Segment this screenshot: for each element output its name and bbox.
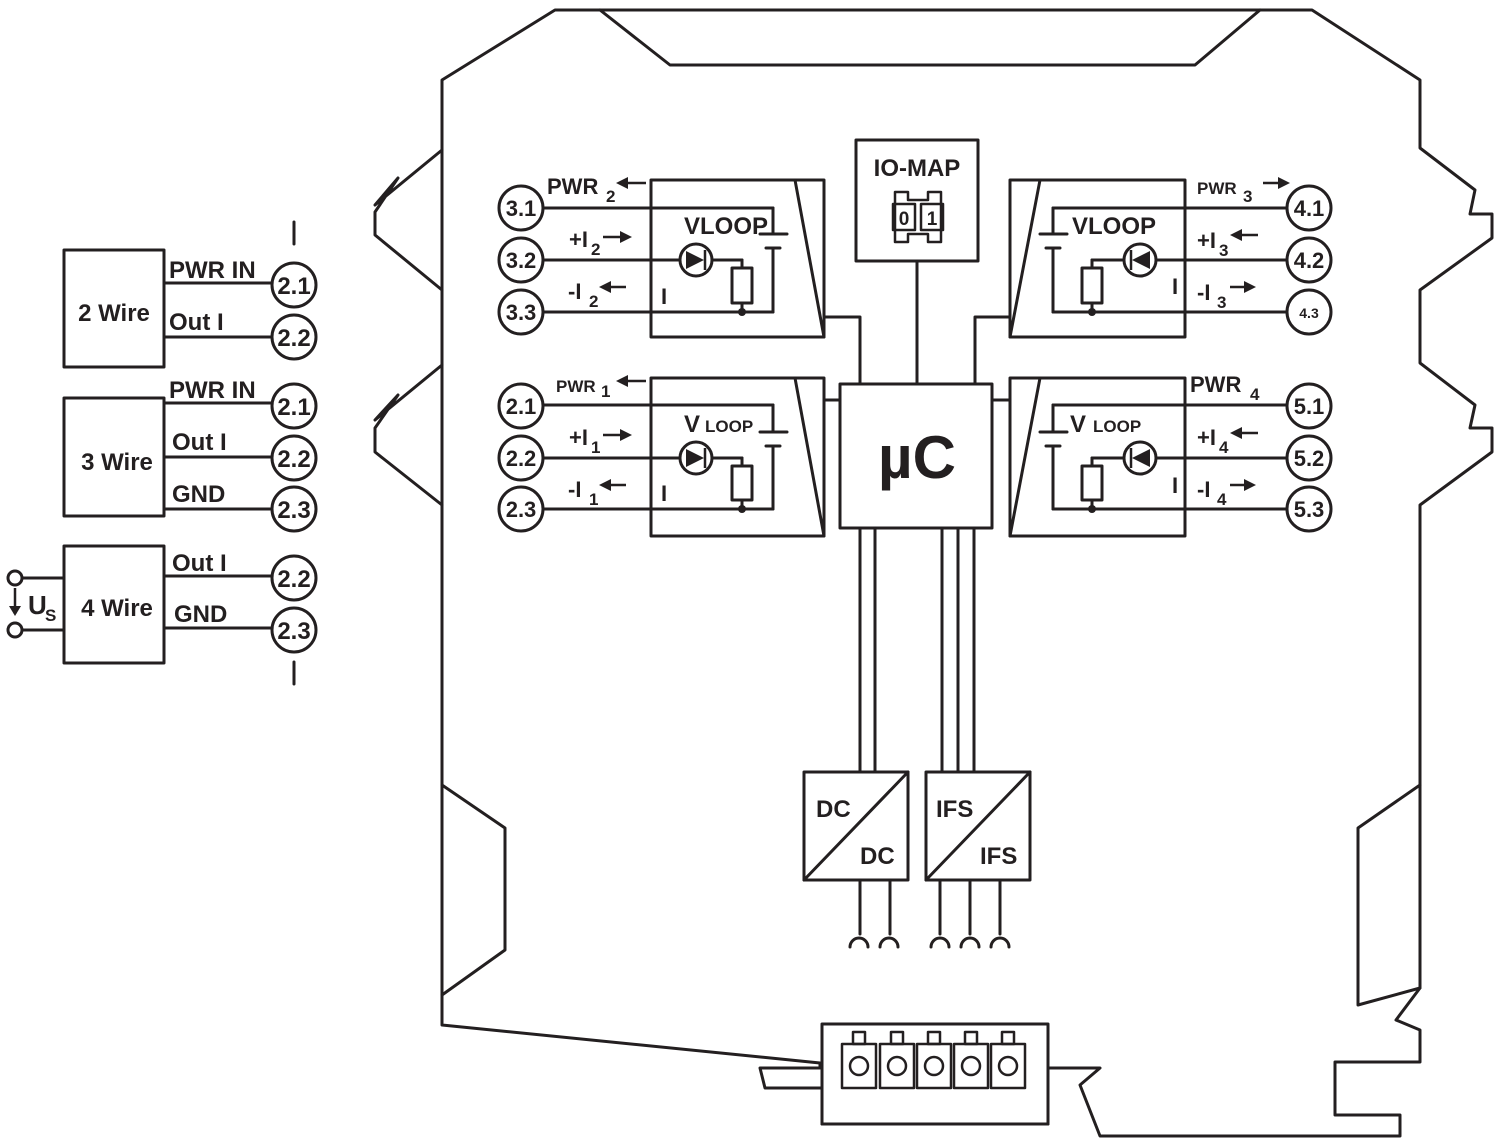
vloop-label: VLOOP bbox=[684, 213, 768, 240]
minus-subscript: 4 bbox=[1217, 490, 1227, 509]
gnd-label: GND bbox=[172, 481, 225, 508]
plus-current-label: +I bbox=[1197, 228, 1216, 253]
pwr-subscript: 1 bbox=[601, 382, 610, 401]
terminal-label: 2.2 bbox=[506, 446, 537, 471]
box-label: 3 Wire bbox=[81, 449, 153, 476]
pwr-in-label: PWR IN bbox=[169, 257, 256, 284]
pwr-subscript: 2 bbox=[606, 187, 615, 206]
i-label: I bbox=[1172, 473, 1178, 498]
ifs-interface: IFS IFS bbox=[924, 770, 1032, 949]
legend-2-wire: 2 Wire PWR IN Out I 2.1 2.2 bbox=[62, 220, 318, 369]
minus-current-label: -I bbox=[1197, 477, 1210, 502]
box-label: 2 Wire bbox=[78, 300, 150, 327]
channel-4-input: V LOOP I PWR 4 +I 4 -I 4 5.1 5.2 5.3 bbox=[1008, 372, 1333, 538]
v-label: V bbox=[1070, 411, 1086, 438]
out-label: Out I bbox=[172, 429, 227, 456]
out-label: Out I bbox=[169, 309, 224, 336]
io-map-switch: IO-MAP 0 1 bbox=[854, 138, 980, 386]
terminal-label: 4.2 bbox=[1294, 248, 1325, 273]
terminal-label: 2.3 bbox=[277, 497, 310, 524]
box-label: 4 Wire bbox=[81, 595, 153, 622]
terminal-label: 2.1 bbox=[506, 394, 537, 419]
loop-label: LOOP bbox=[705, 417, 753, 436]
v-label: V bbox=[684, 411, 700, 438]
plus-current-label: +I bbox=[569, 227, 588, 252]
plus-current-label: +I bbox=[1197, 425, 1216, 450]
switch-position-1: 1 bbox=[927, 209, 938, 230]
out-label: Out I bbox=[172, 550, 227, 577]
pwr-subscript: 3 bbox=[1243, 187, 1252, 206]
terminal-label: 5.1 bbox=[1294, 394, 1325, 419]
minus-subscript: 3 bbox=[1217, 293, 1226, 312]
supply-label: U bbox=[28, 590, 47, 620]
channel-1-input: V LOOP I PWR 1 +I 1 -I 1 2.1 2.2 2.3 bbox=[497, 375, 826, 538]
ifs-top-label: IFS bbox=[936, 796, 973, 823]
pwr-label: PWR bbox=[1190, 372, 1241, 397]
minus-subscript: 2 bbox=[589, 292, 598, 311]
vloop-label: VLOOP bbox=[1072, 213, 1156, 240]
microcontroller: µC bbox=[822, 315, 1012, 774]
terminal-label: 2.3 bbox=[506, 497, 537, 522]
pwr-label: PWR bbox=[556, 377, 596, 396]
minus-current-label: -I bbox=[568, 477, 581, 502]
plus-subscript: 4 bbox=[1219, 438, 1229, 457]
terminal-label: 3.1 bbox=[506, 196, 537, 221]
bus-connector bbox=[840, 1030, 1027, 1090]
terminal-label: 5.3 bbox=[1294, 497, 1325, 522]
io-map-label: IO-MAP bbox=[874, 155, 961, 182]
pwr-label: PWR bbox=[547, 174, 598, 199]
legend-4-wire: 4 Wire Out I GND U S 2.2 2.3 bbox=[6, 544, 318, 686]
pwr-label: PWR bbox=[1197, 179, 1237, 198]
terminal-label: 2.2 bbox=[277, 325, 310, 352]
i-label: I bbox=[1172, 274, 1178, 299]
channel-3-input: VLOOP I PWR 3 +I 3 -I 3 4.1 4.2 4.3 bbox=[1008, 177, 1333, 339]
minus-current-label: -I bbox=[1197, 280, 1210, 305]
terminal-label: 3.3 bbox=[506, 300, 537, 325]
i-label: I bbox=[661, 284, 667, 309]
minus-subscript: 1 bbox=[589, 490, 598, 509]
terminal-label: 2.2 bbox=[277, 446, 310, 473]
plus-subscript: 2 bbox=[591, 240, 600, 259]
gnd-label: GND bbox=[174, 601, 227, 628]
terminal-label: 3.2 bbox=[506, 248, 537, 273]
ifs-bottom-label: IFS bbox=[980, 843, 1017, 870]
dc-top-label: DC bbox=[816, 796, 851, 823]
dc-bottom-label: DC bbox=[860, 843, 895, 870]
terminal-label: 2.2 bbox=[277, 566, 310, 593]
i-label: I bbox=[661, 481, 667, 506]
terminal-label: 5.2 bbox=[1294, 446, 1325, 471]
plus-current-label: +I bbox=[569, 425, 588, 450]
pwr-subscript: 4 bbox=[1250, 385, 1260, 404]
terminal-label: 2.1 bbox=[277, 273, 310, 300]
plus-subscript: 3 bbox=[1219, 241, 1228, 260]
dc-dc-converter: DC DC bbox=[802, 770, 910, 949]
supply-subscript: S bbox=[45, 606, 56, 625]
minus-current-label: -I bbox=[568, 279, 581, 304]
mcu-label: µC bbox=[878, 424, 956, 491]
terminal-label: 4.3 bbox=[1299, 305, 1319, 321]
switch-position-0: 0 bbox=[899, 209, 910, 230]
pwr-in-label: PWR IN bbox=[169, 377, 256, 404]
terminal-label: 4.1 bbox=[1294, 196, 1325, 221]
channel-2-input: VLOOP I PWR 2 +I 2 -I 2 3.1 3.2 3.3 bbox=[497, 174, 826, 339]
terminal-label: 2.1 bbox=[277, 394, 310, 421]
terminal-label: 2.3 bbox=[277, 618, 310, 645]
plus-subscript: 1 bbox=[591, 438, 600, 457]
loop-label: LOOP bbox=[1093, 417, 1141, 436]
module-housing bbox=[373, 8, 1494, 1138]
legend-3-wire: 3 Wire PWR IN Out I GND 2.1 2.2 2.3 bbox=[62, 377, 318, 533]
